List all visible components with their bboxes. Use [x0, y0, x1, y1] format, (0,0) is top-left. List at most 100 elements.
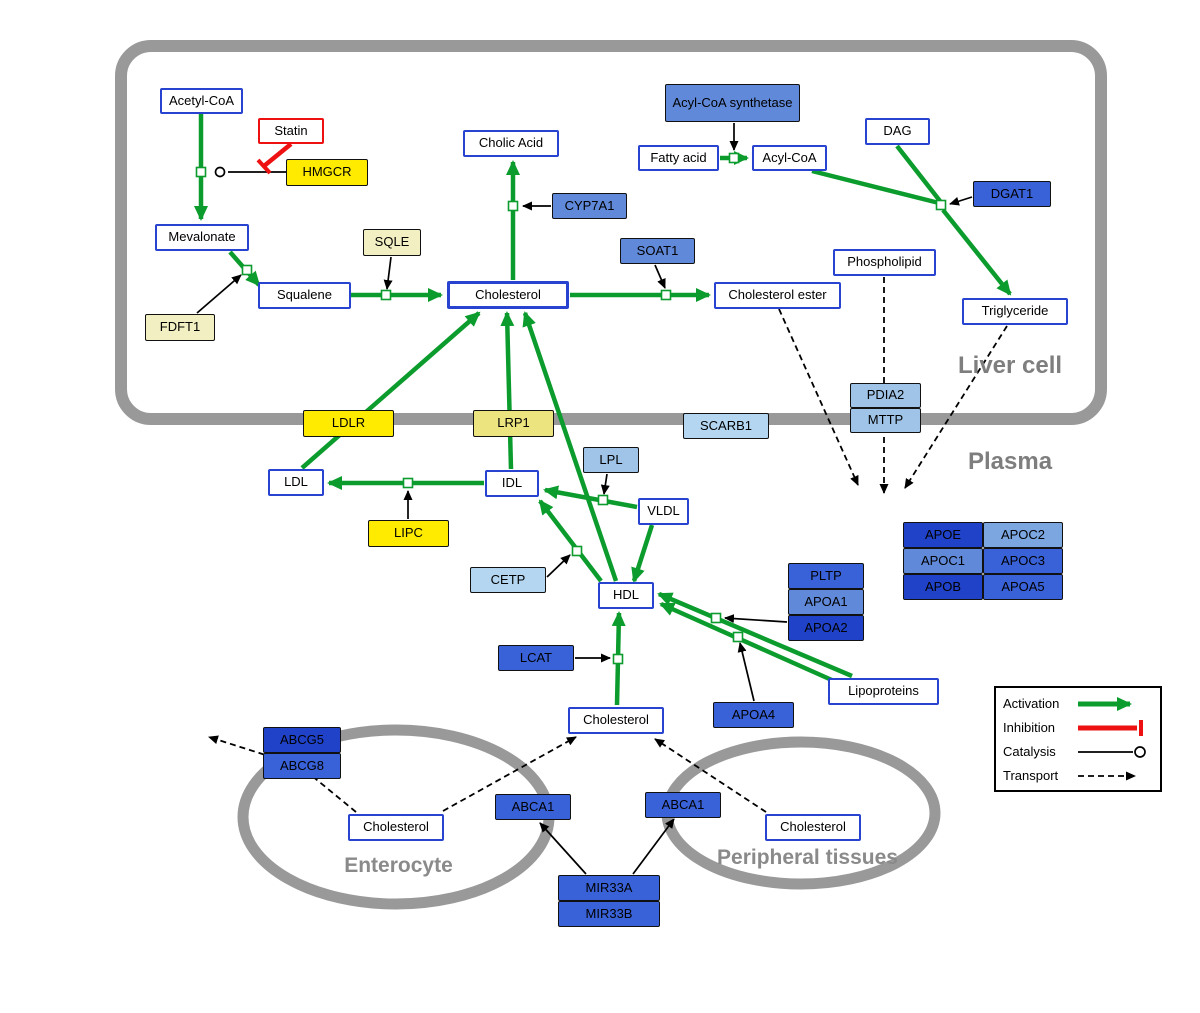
node-mttp[interactable]: MTTP	[850, 408, 921, 433]
legend-activation-label: Activation	[1003, 696, 1060, 711]
reaction-node	[732, 631, 744, 643]
node-soat1[interactable]: SOAT1	[620, 238, 695, 264]
edge-dag-junction	[895, 144, 942, 203]
edge-inhibition-statin-hmgcr	[262, 142, 293, 168]
node-triglyceride[interactable]: Triglyceride	[962, 298, 1068, 325]
edge-transport-triglyceride-secretion	[904, 325, 1008, 489]
liver-cell-label: Liver cell	[958, 352, 1063, 379]
node-fdft1[interactable]: FDFT1	[145, 314, 215, 341]
node-hdl[interactable]: HDL	[598, 582, 654, 609]
node-apoa1[interactable]: APOA1	[788, 589, 864, 615]
node-apoa2[interactable]: APOA2	[788, 615, 864, 641]
node-cholesterol-enterocyte[interactable]: Cholesterol	[348, 814, 444, 841]
legend-transport-label: Transport	[1003, 768, 1059, 783]
node-ldl[interactable]: LDL	[268, 469, 324, 496]
node-dag[interactable]: DAG	[865, 118, 930, 145]
node-cetp[interactable]: CETP	[470, 567, 546, 593]
reaction-node	[597, 494, 609, 506]
reaction-node	[660, 289, 672, 301]
node-cholic-acid[interactable]: Cholic Acid	[463, 130, 559, 157]
edge-transport-cholesterol-ester-secretion	[778, 308, 859, 486]
node-cholesterol-liver[interactable]: Cholesterol	[447, 281, 569, 309]
edge-junction-triglyceride	[941, 208, 1012, 296]
node-ldlr[interactable]: LDLR	[303, 410, 394, 437]
edge-lipoproteins-hdl-lower	[659, 601, 835, 684]
node-hmgcr[interactable]: HMGCR	[286, 159, 368, 186]
node-fatty-acid[interactable]: Fatty acid	[638, 145, 719, 171]
node-lpl[interactable]: LPL	[583, 447, 639, 473]
reaction-node	[507, 200, 519, 212]
edge-ldl-ldlr-cholesterol	[300, 311, 481, 470]
edge-idl-lrp1-cholesterol	[500, 311, 515, 470]
edge-catalysis-lpl	[600, 473, 610, 495]
enterocyte-label: Enterocyte	[344, 854, 453, 877]
node-dgat1[interactable]: DGAT1	[973, 181, 1051, 207]
node-apoc3[interactable]: APOC3	[983, 548, 1063, 574]
node-pltp[interactable]: PLTP	[788, 563, 864, 589]
node-mir33b[interactable]: MIR33B	[558, 901, 660, 927]
node-cholesterol-peripheral[interactable]: Cholesterol	[765, 814, 861, 841]
edge-vldl-idl	[543, 485, 638, 510]
plasma-label: Plasma	[968, 448, 1053, 475]
edge-acylcoa-junction	[811, 168, 940, 206]
reaction-node	[710, 612, 722, 624]
node-lrp1[interactable]: LRP1	[473, 410, 554, 437]
reaction-node	[612, 653, 624, 665]
node-mir33a[interactable]: MIR33A	[558, 875, 660, 901]
edge-vldl-hdl	[631, 524, 655, 583]
reaction-node	[728, 152, 740, 164]
legend-catalysis-circle	[1134, 746, 1146, 758]
node-cholesterol-plasma[interactable]: Cholesterol	[568, 707, 664, 734]
node-apoe[interactable]: APOE	[903, 522, 983, 548]
node-apoc1[interactable]: APOC1	[903, 548, 983, 574]
node-statin[interactable]: Statin	[258, 118, 324, 144]
inhibition-edges	[256, 142, 293, 175]
edge-catalysis-sqle	[383, 256, 393, 290]
reaction-node	[195, 166, 207, 178]
edge-catalysis-apoa4	[737, 642, 755, 702]
edge-hdl-idl	[538, 499, 603, 583]
peripheral-tissues-label: Peripheral tissues	[717, 846, 898, 869]
node-acyl-coa-synthetase[interactable]: Acyl-CoA synthetase	[665, 84, 800, 122]
edge-hdl-cholesterol	[522, 311, 619, 582]
node-apoa5[interactable]: APOA5	[983, 574, 1063, 600]
legend-inhibition-label: Inhibition	[1003, 720, 1056, 735]
node-abca1-peripheral[interactable]: ABCA1	[645, 792, 721, 818]
node-apoa4[interactable]: APOA4	[713, 702, 794, 728]
node-cholesterol-ester[interactable]: Cholesterol ester	[714, 282, 841, 309]
node-mevalonate[interactable]: Mevalonate	[155, 224, 249, 251]
node-abcg5[interactable]: ABCG5	[263, 727, 341, 753]
node-idl[interactable]: IDL	[485, 470, 539, 497]
legend-graphics	[994, 686, 1162, 792]
node-scarb1[interactable]: SCARB1	[683, 413, 769, 439]
activation-edges	[194, 113, 1012, 706]
node-cyp7a1[interactable]: CYP7A1	[552, 193, 627, 219]
node-acetyl-coa[interactable]: Acetyl-CoA	[160, 88, 243, 114]
reaction-node	[402, 477, 414, 489]
node-phospholipid[interactable]: Phospholipid	[833, 249, 936, 276]
node-squalene[interactable]: Squalene	[258, 282, 351, 309]
liver-cell-membrane	[115, 40, 1107, 425]
reaction-node	[571, 545, 583, 557]
edge-transport-enterocyte-to-plasma	[442, 736, 577, 812]
node-abca1-enterocyte[interactable]: ABCA1	[495, 794, 571, 820]
reaction-node	[241, 264, 253, 276]
edge-catalysis-fdft1	[196, 274, 242, 314]
node-lipc[interactable]: LIPC	[368, 520, 449, 547]
node-apoc2[interactable]: APOC2	[983, 522, 1063, 548]
node-apob[interactable]: APOB	[903, 574, 983, 600]
node-acyl-coa[interactable]: Acyl-CoA	[752, 145, 827, 171]
node-lcat[interactable]: LCAT	[498, 645, 574, 671]
reaction-node	[380, 289, 392, 301]
legend-catalysis-label: Catalysis	[1003, 744, 1056, 759]
node-sqle[interactable]: SQLE	[363, 229, 421, 256]
node-lipoproteins[interactable]: Lipoproteins	[828, 678, 939, 705]
node-abcg8[interactable]: ABCG8	[263, 753, 341, 779]
edge-catalysis-apoa-stack	[724, 614, 788, 624]
node-vldl[interactable]: VLDL	[638, 498, 689, 525]
inhibition-bar-statin	[256, 158, 272, 175]
edge-mir33-abca1-peripheral	[632, 818, 675, 875]
node-pdia2[interactable]: PDIA2	[850, 383, 921, 408]
